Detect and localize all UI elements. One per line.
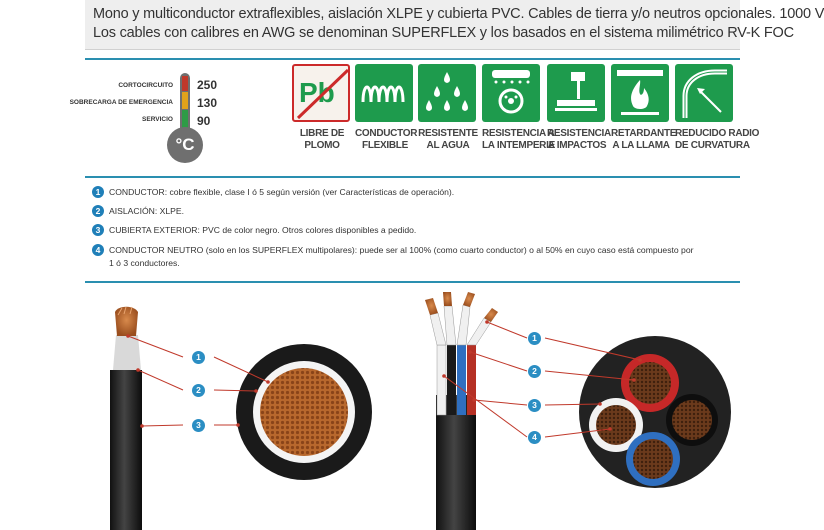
temp-label-service: SERVICIO — [142, 116, 173, 123]
left-leader-dots — [126, 334, 270, 428]
header-line-2: Los cables con calibres en AWG se denomi… — [93, 25, 794, 41]
pb-symbol: Pb — [299, 77, 335, 108]
hammer-impact-icon — [547, 64, 605, 122]
multi-core-cable-image — [425, 292, 498, 530]
left-leader-lines — [127, 335, 269, 427]
temp-label-short-circuit: CORTOCIRCUITO — [118, 82, 173, 89]
spec-number-badge: 2 — [92, 205, 104, 217]
thermometer-red-segment — [182, 76, 188, 91]
right-leader-lines — [443, 321, 641, 438]
spec-number-badge: 3 — [92, 224, 104, 236]
divider-middle — [85, 176, 740, 178]
thermometer-green-segment — [182, 110, 188, 130]
callout-right-4: 4 — [528, 431, 541, 444]
callout-right-1: 1 — [528, 332, 541, 345]
spec-text: AISLACIÓN: XLPE. — [109, 206, 184, 216]
spec-text-continued: 1 ó 3 conductores. — [109, 258, 180, 268]
single-core-cross-section — [236, 344, 372, 480]
lead-free-icon: Pb — [292, 64, 350, 122]
multi-core-cross-section — [579, 336, 731, 488]
temp-value-service: 90 — [197, 114, 211, 128]
temp-value-emergency: 130 — [197, 96, 218, 110]
callout-left-2: 2 — [192, 384, 205, 397]
flexible-conductor-icon — [355, 64, 413, 122]
callout-left-3: 3 — [192, 419, 205, 432]
celsius-bulb: °C — [167, 127, 203, 163]
callout-right-2: 2 — [528, 365, 541, 378]
header-line-1: Mono y multiconductor extraflexibles, ai… — [93, 6, 824, 22]
flame-icon — [611, 64, 669, 122]
right-leader-dots — [442, 320, 642, 431]
temp-label-emergency: SOBRECARGA DE EMERGENCIA — [69, 99, 173, 106]
divider-bottom — [85, 281, 740, 283]
callout-left-1: 1 — [192, 351, 205, 364]
callout-right-3: 3 — [528, 399, 541, 412]
spec-text: CONDUCTOR: cobre flexible, clase I ó 5 s… — [109, 187, 455, 197]
temperature-rating: CORTOCIRCUITO SOBRECARGA DE EMERGENCIA S… — [70, 70, 290, 170]
spec-text: CONDUCTOR NEUTRO (solo en los SUPERFLEX … — [109, 245, 694, 255]
weather-sun-icon — [482, 64, 540, 122]
water-drops-icon — [418, 64, 476, 122]
temp-value-short-circuit: 250 — [197, 78, 218, 92]
spec-number-badge: 4 — [92, 244, 104, 256]
bend-radius-icon — [675, 64, 733, 122]
spec-number-badge: 1 — [92, 186, 104, 198]
thermometer-yellow-segment — [182, 92, 188, 109]
spec-text: CUBIERTA EXTERIOR: PVC de color negro. O… — [109, 225, 417, 235]
single-core-cable-image — [110, 306, 142, 530]
divider-top — [85, 58, 740, 60]
header-banner: Mono y multiconductor extraflexibles, ai… — [85, 0, 824, 50]
